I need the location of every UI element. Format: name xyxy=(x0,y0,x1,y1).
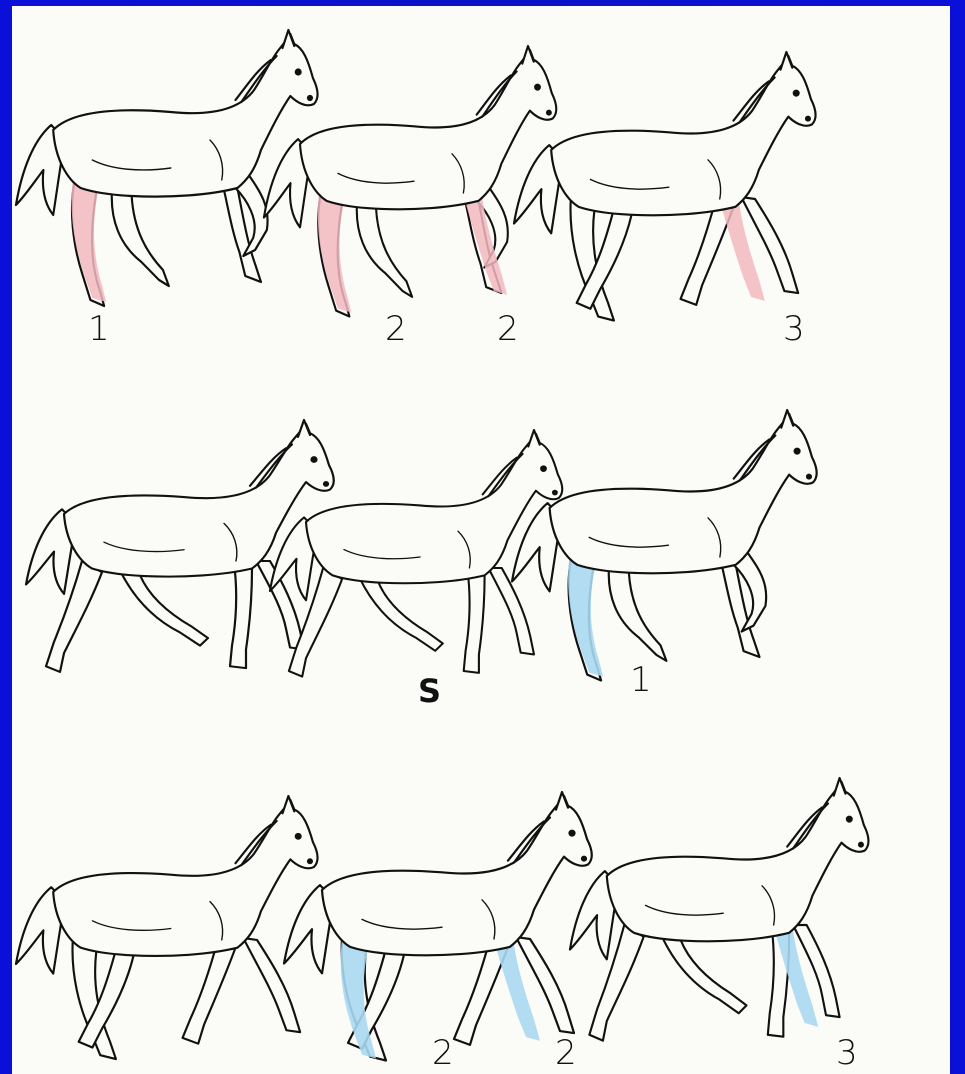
label-row3-3: 3 xyxy=(836,1036,858,1070)
horse-1-3 xyxy=(514,52,816,321)
horse-3-3 xyxy=(570,778,868,1041)
label-row1-2a: 2 xyxy=(385,312,407,346)
horse-1-1 xyxy=(16,30,318,306)
horse-row-3 xyxy=(16,778,868,1061)
horse-row-1 xyxy=(16,30,816,321)
label-row3-2b: 2 xyxy=(555,1036,577,1070)
horse-2-3 xyxy=(512,410,817,680)
label-row2-s: S xyxy=(418,675,441,707)
horse-3-1 xyxy=(16,796,318,1059)
label-row2-1: 1 xyxy=(630,663,652,697)
label-row1-1: 1 xyxy=(88,312,110,346)
horse-row-2 xyxy=(26,410,817,680)
horse-3-2 xyxy=(284,792,592,1061)
label-row1-2b: 2 xyxy=(497,312,519,346)
label-row1-3: 3 xyxy=(783,312,805,346)
label-row3-2a: 2 xyxy=(432,1036,454,1070)
